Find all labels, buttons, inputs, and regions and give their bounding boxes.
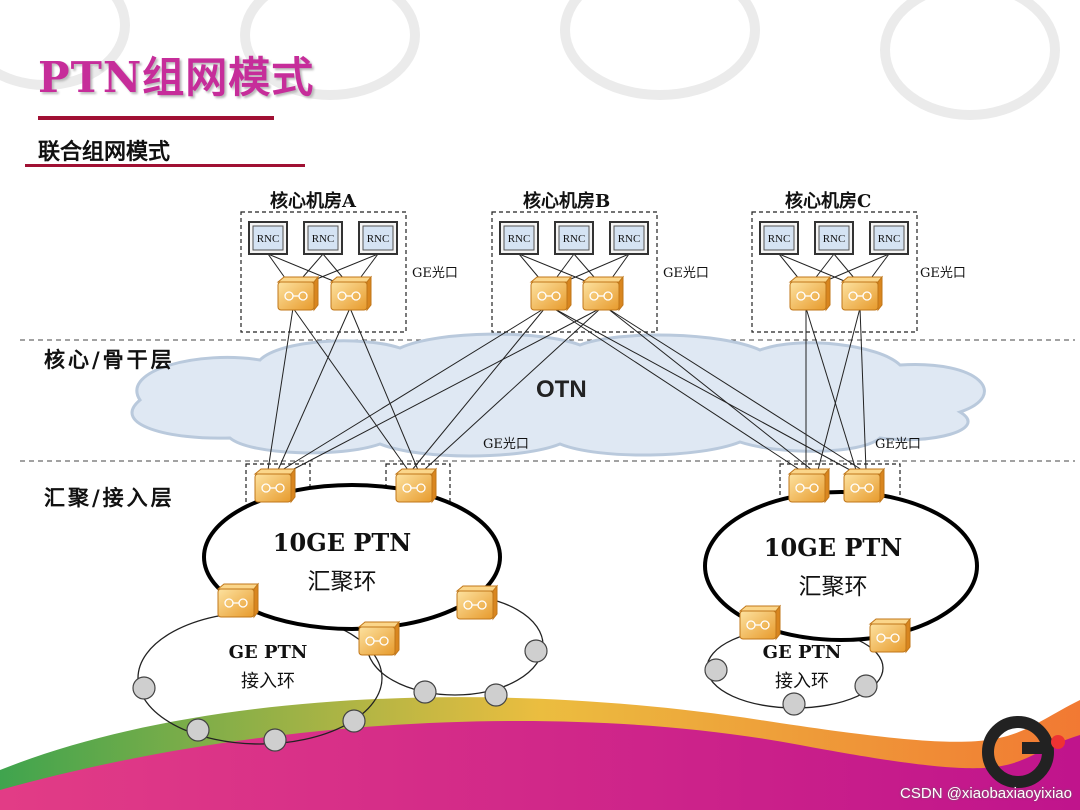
agg-ring-right-title: 10GE PTN	[763, 533, 903, 562]
rnc-label: RNC	[823, 233, 846, 245]
rnc-label: RNC	[563, 233, 586, 245]
core-room-c-label: 核心机房C	[785, 191, 872, 212]
core-room-c-box	[751, 211, 918, 333]
agg-router-icon	[395, 468, 437, 503]
access-node	[132, 676, 156, 700]
rnc-label: RNC	[257, 233, 280, 245]
agg-router-icon	[788, 468, 830, 503]
access-node	[263, 728, 287, 752]
otn-label: OTN	[536, 376, 587, 403]
core-router-icon	[841, 276, 883, 311]
rnc-label: RNC	[508, 233, 531, 245]
page-title: PTN组网模式	[38, 53, 315, 102]
ge-port-label: GE光口	[663, 266, 709, 281]
core-router-icon	[330, 276, 372, 311]
access-node	[413, 680, 437, 704]
otn-cloud	[130, 332, 986, 458]
core-router-icon	[530, 276, 572, 311]
rnc-label: RNC	[878, 233, 901, 245]
agg-router-icon	[254, 468, 296, 503]
ge-port-label: GE光口	[412, 266, 458, 281]
rnc-label: RNC	[768, 233, 791, 245]
ge-port-label: GE光口	[920, 266, 966, 281]
title-underline	[38, 116, 274, 120]
ge-port-label: GE光口	[875, 437, 921, 452]
rnc-label: RNC	[312, 233, 335, 245]
core-router-icon	[789, 276, 831, 311]
subtitle-underline	[25, 164, 305, 167]
logo-icon	[982, 716, 1065, 788]
agg-ring-left-sub: 汇聚环	[307, 569, 377, 595]
ge-port-label: GE光口	[483, 437, 529, 452]
watermark: CSDN @xiaobaxiaoyixiao	[900, 785, 1072, 802]
access-node	[484, 683, 508, 707]
rnc-label: RNC	[367, 233, 390, 245]
core-router-icon	[277, 276, 319, 311]
agg-router-icon	[358, 621, 400, 656]
subtitle: 联合组网模式	[38, 140, 171, 165]
access-ring-right-title: GE PTN	[762, 642, 842, 663]
agg-router-icon	[456, 585, 498, 620]
access-layer-label: 汇聚/接入层	[44, 485, 175, 510]
access-node	[854, 674, 878, 698]
agg-ring-left-title: 10GE PTN	[272, 528, 412, 557]
background-swirl	[240, 0, 420, 100]
access-node	[524, 639, 548, 663]
core-room-a-label: 核心机房A	[270, 191, 356, 212]
core-layer-label: 核心/骨干层	[44, 347, 175, 372]
access-ring-left-title: GE PTN	[228, 642, 308, 663]
background-swirl	[880, 0, 1060, 120]
agg-router-icon	[869, 618, 911, 653]
agg-ring-right-sub: 汇聚环	[798, 574, 868, 600]
core-router-icon	[582, 276, 624, 311]
access-node	[704, 658, 728, 682]
access-node	[342, 709, 366, 733]
10ge-agg-ring-left	[202, 483, 502, 631]
access-node	[782, 692, 806, 716]
agg-router-icon	[739, 605, 781, 640]
core-room-a-box	[240, 211, 407, 333]
agg-router-icon	[843, 468, 885, 503]
access-node	[186, 718, 210, 742]
rnc-label: RNC	[618, 233, 641, 245]
access-ring-right-sub: 接入环	[775, 671, 829, 692]
background-swirl	[560, 0, 760, 100]
access-ring-left-sub: 接入环	[241, 671, 295, 692]
core-room-b-label: 核心机房B	[523, 191, 611, 212]
background-swirl	[0, 0, 130, 90]
10ge-agg-ring-right	[703, 490, 979, 642]
core-to-agg-links	[267, 307, 867, 471]
